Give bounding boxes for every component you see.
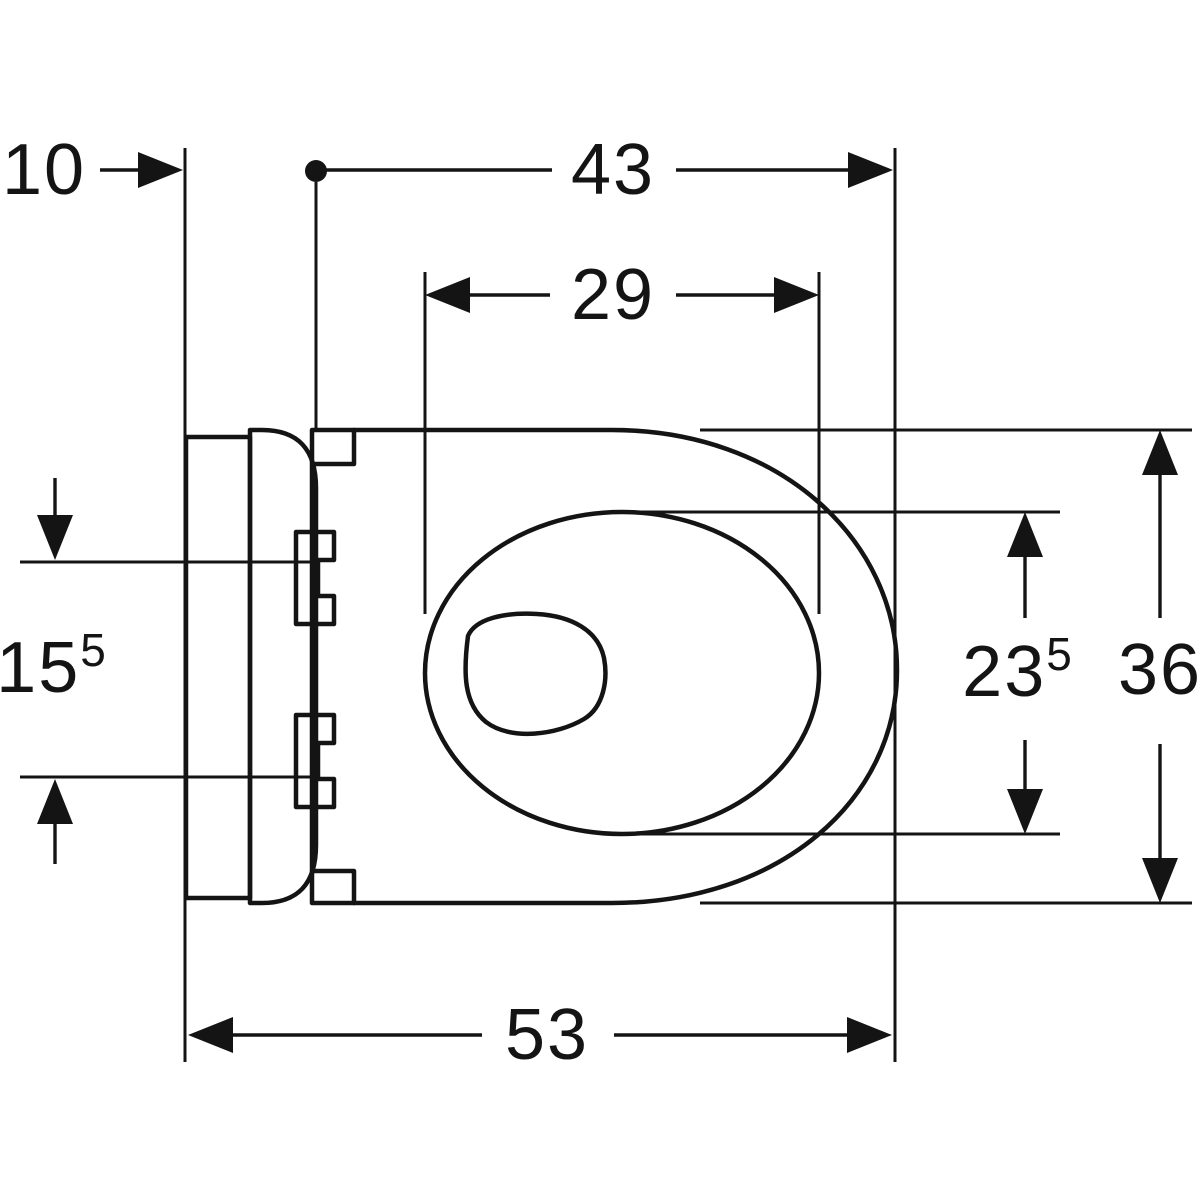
seat-step-top <box>311 427 357 467</box>
arrowhead-right <box>848 152 893 188</box>
dim-label-43: 43 <box>571 130 655 210</box>
dim-label-29: 29 <box>571 255 655 335</box>
dim-label-53: 53 <box>505 995 589 1075</box>
fixing-bracket-bottom <box>293 712 337 810</box>
wall-plate <box>183 434 253 901</box>
dimension-front-depth: 43 <box>305 130 893 210</box>
arrowhead-down <box>37 515 73 560</box>
dimension-bowl-width: 36 <box>1118 430 1200 903</box>
dimension-opening-depth: 235 <box>962 512 1074 834</box>
dim-label-23-5: 235 <box>962 628 1074 712</box>
toilet-body-group <box>183 427 900 906</box>
seat-step-bottom <box>311 868 357 906</box>
bowl-outline <box>309 427 900 906</box>
fixing-bracket-top <box>293 529 337 627</box>
arrowhead-right <box>847 1017 892 1053</box>
dimension-overall-depth: 53 <box>188 995 892 1075</box>
extension-lines-group <box>20 148 1192 1062</box>
arrowhead-down <box>1007 789 1043 834</box>
dim-label-15-5: 155 <box>0 624 108 708</box>
arrowhead-down <box>1142 858 1178 903</box>
arrowhead-up <box>1142 430 1178 475</box>
dimension-opening-width: 29 <box>425 255 819 335</box>
ceramic-back <box>247 427 319 906</box>
dimension-plate-depth: 10 <box>2 130 183 210</box>
seat-opening <box>422 509 822 837</box>
arrowhead-right <box>138 152 183 188</box>
dim-label-36: 36 <box>1118 630 1200 710</box>
arrowhead-left <box>425 277 470 313</box>
arrowhead-up <box>1007 512 1043 557</box>
dim-label-10: 10 <box>2 130 86 210</box>
arrowhead-right <box>774 277 819 313</box>
dimension-fixing-span: 155 <box>0 478 108 864</box>
arrowhead-left <box>188 1017 233 1053</box>
arrowhead-up <box>37 779 73 824</box>
trap-outlet-outline <box>463 611 608 737</box>
